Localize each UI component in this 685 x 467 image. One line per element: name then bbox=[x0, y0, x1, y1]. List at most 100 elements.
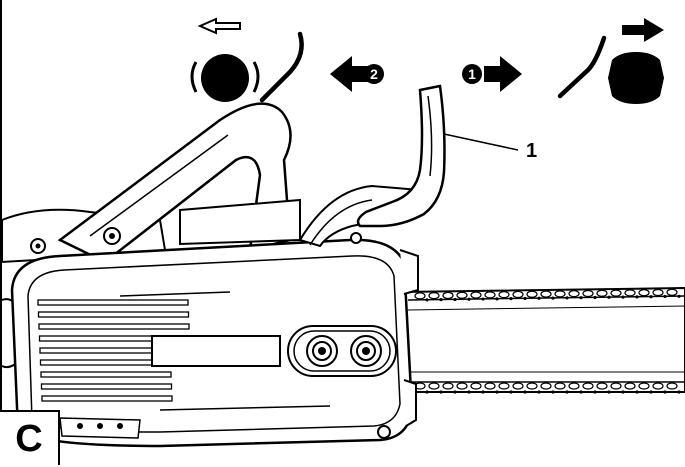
cooling-slot bbox=[41, 395, 173, 402]
chain-link bbox=[484, 382, 496, 390]
guide-bar bbox=[399, 286, 685, 393]
chain-rivet bbox=[425, 298, 429, 302]
chain-rivet bbox=[453, 390, 457, 394]
cooling-slot bbox=[40, 371, 172, 378]
chain-link bbox=[456, 382, 468, 390]
chain-link bbox=[428, 292, 440, 300]
chain-link bbox=[568, 290, 580, 298]
chain-rivet bbox=[439, 298, 443, 302]
chain-rivet bbox=[607, 390, 611, 394]
chain-rivet bbox=[551, 296, 555, 300]
chain-link bbox=[428, 382, 440, 390]
chain-link bbox=[638, 289, 650, 297]
chain-rivet bbox=[495, 297, 499, 301]
chain-link bbox=[624, 289, 636, 297]
cooling-slot bbox=[38, 323, 190, 330]
chain-rivet bbox=[523, 296, 527, 301]
chain-rivet bbox=[551, 390, 555, 394]
chain-link bbox=[512, 382, 524, 390]
callout-leader-line bbox=[443, 133, 519, 151]
chain-rivet bbox=[593, 295, 597, 300]
chain-rivet bbox=[579, 390, 583, 394]
cooling-slot bbox=[37, 299, 189, 306]
chain-link bbox=[666, 288, 678, 296]
cooling-slot bbox=[37, 311, 190, 318]
chain-link bbox=[554, 382, 566, 390]
step-2-badge: 2 bbox=[364, 64, 384, 84]
chain-link bbox=[414, 292, 426, 300]
chain-rivet bbox=[663, 294, 667, 299]
chain-link bbox=[456, 291, 468, 299]
chain-rivet bbox=[579, 296, 583, 300]
label-plate bbox=[151, 335, 281, 367]
chain-link bbox=[470, 291, 482, 299]
arrow-left-icon bbox=[330, 56, 368, 92]
chain-link bbox=[610, 289, 622, 297]
chain-rivet bbox=[649, 390, 653, 394]
chain-rivet bbox=[677, 390, 681, 394]
chain-rivet bbox=[467, 390, 471, 394]
chain-rivet bbox=[495, 390, 499, 394]
chain-link bbox=[484, 291, 496, 299]
chain-link bbox=[666, 382, 678, 390]
chain-link bbox=[442, 382, 454, 390]
brake-released-icon bbox=[557, 18, 664, 104]
front-handle bbox=[57, 102, 301, 264]
chain-link bbox=[512, 290, 524, 299]
housing-ridge bbox=[119, 291, 231, 297]
cooling-slot bbox=[40, 383, 173, 390]
chain-rivet bbox=[635, 390, 639, 394]
cooling-slot bbox=[39, 347, 171, 354]
chain-rivet bbox=[509, 390, 513, 394]
bar-nuts bbox=[287, 325, 397, 377]
chain-rivet bbox=[537, 296, 541, 300]
chain-link bbox=[498, 382, 510, 390]
chain-rivet bbox=[593, 390, 597, 394]
chain-rivet bbox=[635, 295, 639, 299]
brake-engaged-icon bbox=[190, 17, 304, 103]
chain-rivet bbox=[621, 295, 625, 299]
chain-rivet bbox=[537, 390, 541, 394]
chain-link bbox=[610, 382, 622, 390]
chain-rivet bbox=[649, 295, 653, 299]
chain-link bbox=[652, 288, 664, 297]
chain-rivet bbox=[481, 297, 485, 301]
chain-rivet bbox=[621, 390, 625, 394]
chain-rivet bbox=[663, 390, 667, 394]
figure-letter: C bbox=[0, 410, 60, 465]
chain-link bbox=[568, 382, 580, 390]
chain-link bbox=[498, 291, 510, 299]
chain-rivet bbox=[467, 297, 471, 301]
chain-link bbox=[554, 290, 566, 298]
chain-link bbox=[596, 289, 608, 297]
callout-label-1: 1 bbox=[526, 140, 538, 162]
chain-link bbox=[638, 382, 650, 390]
chain-link bbox=[526, 290, 538, 298]
lower-housing bbox=[59, 417, 141, 439]
cooling-slots bbox=[37, 291, 331, 411]
chain-links-bottom bbox=[414, 382, 681, 394]
chain-links-top bbox=[414, 288, 681, 302]
chain-link bbox=[540, 382, 552, 390]
chain-rivet bbox=[481, 390, 485, 394]
step-1-badge: 1 bbox=[462, 64, 482, 84]
chain-rivet bbox=[565, 390, 569, 394]
chain-rivet bbox=[607, 295, 611, 299]
chain-rivet bbox=[453, 297, 457, 302]
chain-link bbox=[582, 382, 594, 390]
chain-rivet bbox=[523, 390, 527, 394]
chain-link bbox=[526, 382, 538, 390]
chain-rivet bbox=[677, 294, 681, 298]
chain-link bbox=[652, 382, 664, 390]
chain-rivet bbox=[439, 390, 443, 394]
chain-link bbox=[442, 291, 454, 300]
chain-link bbox=[582, 289, 594, 298]
chain-link bbox=[596, 382, 608, 390]
chain-link bbox=[540, 290, 552, 298]
chain-link bbox=[470, 382, 482, 390]
housing-ridge bbox=[159, 405, 331, 411]
arrow-right-icon bbox=[484, 56, 522, 92]
chain-brake-lever bbox=[356, 84, 446, 228]
